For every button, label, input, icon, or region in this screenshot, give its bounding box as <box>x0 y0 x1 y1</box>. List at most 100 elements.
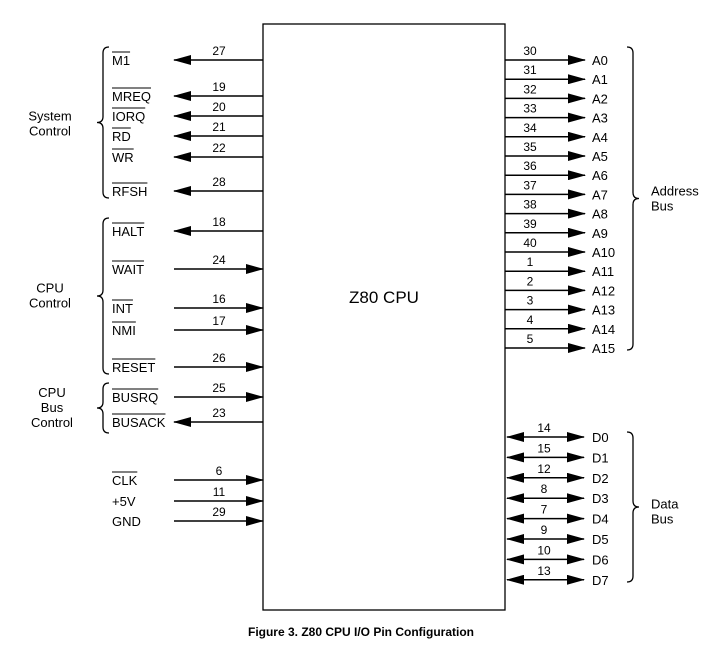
pin-d2: D2 12 <box>506 462 609 486</box>
figure-caption: Figure 3. Z80 CPU I/O Pin Configuration <box>248 625 474 639</box>
pin-label-a13: A13 <box>592 303 615 318</box>
pin-number-a5: 35 <box>523 140 537 154</box>
pin-number-rfsh: 28 <box>212 175 226 189</box>
pin-label-m1: M1 <box>112 53 130 68</box>
pin-number-d7: 13 <box>537 564 551 578</box>
pin-number-d2: 12 <box>537 462 551 476</box>
pin-label-d2: D2 <box>592 471 609 486</box>
pin-label-a1: A1 <box>592 72 608 87</box>
pin-number-a10: 40 <box>523 236 537 250</box>
pin-label-nmi: NMI <box>112 323 136 338</box>
group-label-cpu-control-line-1: CPU <box>36 281 63 296</box>
group-label-system-control-line-1: System <box>28 109 71 124</box>
pin-label-a12: A12 <box>592 283 615 298</box>
pin-plus5v: +5V 11 <box>112 485 264 509</box>
pin-label-iorq: IORQ <box>112 109 145 124</box>
pin-number-a15: 5 <box>527 332 534 346</box>
pin-label-d3: D3 <box>592 491 609 506</box>
pin-number-d3: 8 <box>541 482 548 496</box>
pin-nmi: NMI 17 <box>112 314 264 338</box>
pin-gnd: GND 29 <box>112 505 264 529</box>
pin-label-d4: D4 <box>592 512 609 527</box>
pin-label-rfsh: RFSH <box>112 184 147 199</box>
pin-d1: D1 15 <box>506 441 609 465</box>
group-label-address-bus-line-2: Bus <box>651 199 674 214</box>
group-label-data-bus-line-2: Bus <box>651 512 674 527</box>
pin-rd: RD 21 <box>112 120 263 144</box>
brace-data-bus <box>626 431 640 583</box>
pin-d7: D7 13 <box>506 564 609 588</box>
pin-label-busack: BUSACK <box>112 415 166 430</box>
pin-halt: HALT 18 <box>112 215 263 239</box>
brace-address-bus <box>626 46 640 351</box>
pin-number-rd: 21 <box>212 120 226 134</box>
pin-number-clk: 6 <box>216 464 223 478</box>
group-label-cpu-bus-control-line-2: Bus <box>41 400 64 415</box>
pin-label-plus5v: +5V <box>112 494 136 509</box>
pin-number-a13: 3 <box>527 294 534 308</box>
pin-number-nmi: 17 <box>212 314 226 328</box>
pin-d4: D4 7 <box>506 503 609 527</box>
pin-d6: D6 10 <box>506 543 609 567</box>
pin-a13: A13 3 <box>505 294 615 318</box>
pin-number-busack: 23 <box>212 406 226 420</box>
pin-d3: D3 8 <box>506 482 609 506</box>
pin-number-m1: 27 <box>212 44 226 58</box>
pin-label-d1: D1 <box>592 450 609 465</box>
pin-d5: D59 <box>506 523 609 547</box>
pin-busrq: BUSRQ 25 <box>112 381 264 405</box>
pin-number-busrq: 25 <box>212 381 226 395</box>
pin-number-wr: 22 <box>212 141 226 155</box>
pin-busack: BUSACK 23 <box>112 406 263 430</box>
pin-number-reset: 26 <box>212 351 226 365</box>
pin-number-halt: 18 <box>212 215 226 229</box>
pin-number-d1: 15 <box>537 441 551 455</box>
pin-label-a11: A11 <box>592 264 614 279</box>
pin-number-a8: 38 <box>523 198 537 212</box>
pin-label-d6: D6 <box>592 552 609 567</box>
pin-label-rd: RD <box>112 129 131 144</box>
pin-number-a6: 36 <box>523 159 537 173</box>
pin-label-gnd: GND <box>112 514 141 529</box>
pin-label-d0: D0 <box>592 430 609 445</box>
pin-number-int: 16 <box>212 292 226 306</box>
group-label-cpu-bus-control-line-3: Control <box>31 415 73 430</box>
pin-label-a6: A6 <box>592 168 608 183</box>
pin-number-a2: 32 <box>523 82 537 96</box>
pin-label-busrq: BUSRQ <box>112 390 158 405</box>
pin-number-a3: 33 <box>523 102 537 116</box>
pin-number-gnd: 29 <box>212 505 226 519</box>
pin-number-a11: 1 <box>527 255 534 269</box>
pin-number-d4: 7 <box>541 503 548 517</box>
pin-number-d0: 14 <box>537 421 551 435</box>
pin-number-d6: 10 <box>537 543 551 557</box>
pin-number-plus5v: 11 <box>213 485 226 499</box>
brace-cpu-bus-control <box>96 382 110 434</box>
pin-label-d7: D7 <box>592 573 609 588</box>
pin-number-a4: 34 <box>523 121 537 135</box>
pin-label-a2: A2 <box>592 91 608 106</box>
pin-label-halt: HALT <box>112 224 144 239</box>
pin-number-a7: 37 <box>523 178 537 192</box>
group-label-system-control-line-2: Control <box>29 124 71 139</box>
pin-label-mreq: MREQ <box>112 89 151 104</box>
